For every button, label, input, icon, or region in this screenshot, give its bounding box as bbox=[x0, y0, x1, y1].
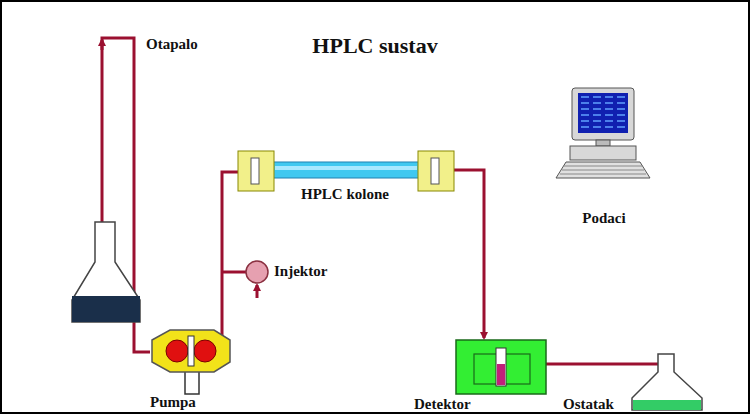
drawing-part bbox=[593, 96, 601, 98]
injector-label: Injektor bbox=[274, 263, 327, 280]
data-label: Podaci bbox=[582, 210, 625, 227]
drawing-part bbox=[188, 336, 194, 366]
injector-line bbox=[222, 271, 246, 274]
detector-box bbox=[456, 340, 546, 394]
drawing-part bbox=[456, 340, 546, 394]
drawing-part bbox=[194, 340, 216, 362]
drawing-part bbox=[617, 108, 625, 110]
drawing-part bbox=[572, 88, 634, 140]
drawing-part bbox=[593, 108, 601, 110]
drawing-part bbox=[581, 102, 589, 104]
drawing-part bbox=[238, 151, 274, 191]
waste-flask bbox=[632, 354, 702, 410]
diagram-title: HPLC sustav bbox=[312, 34, 437, 58]
drawing-part bbox=[617, 120, 625, 122]
solvent-label: Otapalo bbox=[146, 36, 198, 53]
drawing-part bbox=[596, 140, 610, 146]
drawing-part bbox=[617, 126, 625, 128]
drawing-part bbox=[617, 114, 625, 116]
drawing-part bbox=[272, 162, 420, 178]
drawing-part bbox=[617, 102, 625, 104]
drawing-part bbox=[166, 340, 188, 362]
detector-label: Detektor bbox=[414, 396, 471, 413]
drawing-part bbox=[581, 97, 625, 127]
injector-symbol bbox=[246, 261, 268, 283]
hplc-column bbox=[238, 151, 454, 191]
drawing-part bbox=[605, 120, 613, 122]
drawing-part bbox=[593, 120, 601, 122]
drawing-part bbox=[560, 174, 646, 175]
drawing-part bbox=[581, 120, 589, 122]
pump-label: Pumpa bbox=[150, 394, 196, 411]
injector-feed-line bbox=[256, 285, 259, 298]
drawing-part bbox=[581, 96, 589, 98]
drawing-part bbox=[152, 330, 230, 372]
drawing-part bbox=[581, 114, 589, 116]
drawing-part bbox=[605, 126, 613, 128]
drawing-part bbox=[418, 151, 454, 191]
drawing-part bbox=[72, 296, 140, 322]
drawing-part bbox=[605, 102, 613, 104]
drawing-part bbox=[496, 348, 506, 386]
drawing-part bbox=[431, 158, 439, 184]
drawing-part bbox=[251, 158, 259, 184]
drawing-part bbox=[275, 166, 417, 170]
pump-symbol bbox=[152, 330, 230, 394]
drawing-part bbox=[556, 162, 650, 178]
drawing-part bbox=[72, 222, 140, 322]
waste-label: Ostatak bbox=[563, 396, 614, 413]
drawing-part bbox=[570, 146, 636, 160]
column-to-detector-line bbox=[452, 170, 484, 338]
computer-icon bbox=[556, 88, 650, 178]
pump-to-column-line bbox=[222, 172, 238, 350]
drawing-part bbox=[593, 126, 601, 128]
drawing-part bbox=[581, 108, 589, 110]
solvent-flask bbox=[72, 222, 140, 322]
drawing-part bbox=[605, 96, 613, 98]
drawing-part bbox=[564, 166, 642, 167]
drawing-part bbox=[497, 364, 505, 385]
drawing-part bbox=[581, 126, 589, 128]
drawing-part bbox=[605, 114, 613, 116]
drawing-part bbox=[593, 114, 601, 116]
drawing-part bbox=[578, 93, 628, 133]
drawing-part bbox=[593, 102, 601, 104]
drawing-part bbox=[632, 354, 702, 410]
column-label: HPLC kolone bbox=[301, 186, 389, 203]
drawing-part bbox=[560, 166, 646, 174]
drawing-part bbox=[562, 170, 644, 171]
drawing-part bbox=[633, 400, 701, 410]
solvent-arrow bbox=[101, 40, 104, 50]
drawing-part bbox=[617, 96, 625, 98]
drawing-part bbox=[605, 108, 613, 110]
drawing-part bbox=[185, 370, 199, 394]
tubing bbox=[102, 38, 666, 396]
